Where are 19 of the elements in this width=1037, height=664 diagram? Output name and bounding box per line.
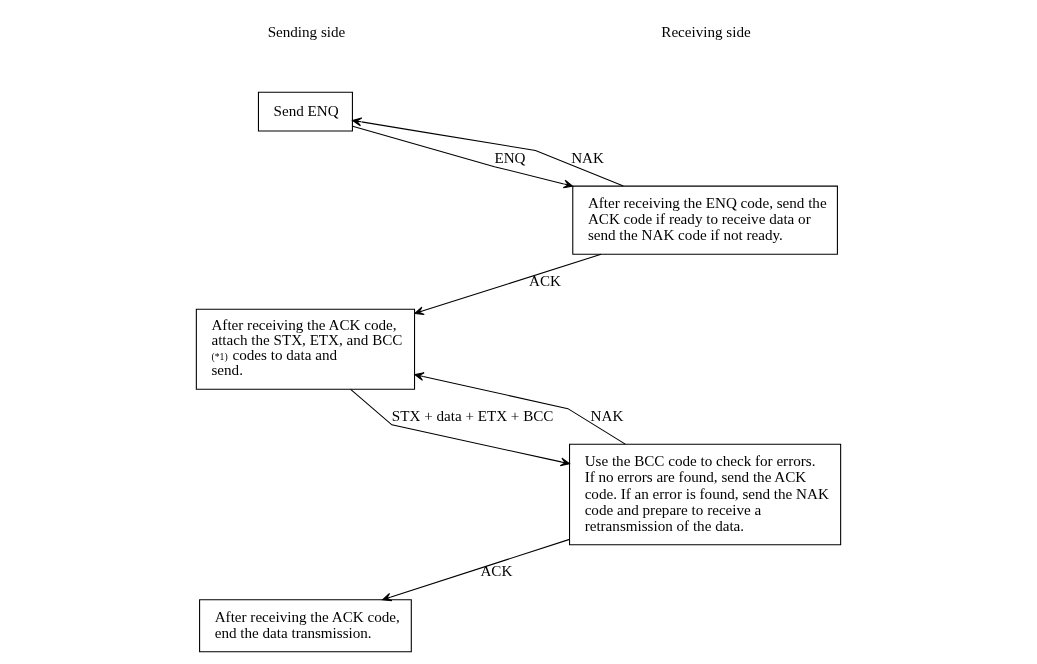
node-box: After receiving the ACK code, end the data transmission. — [199, 598, 412, 652]
arrow — [381, 538, 571, 601]
arrow — [352, 125, 574, 188]
node-box: After receiving the ENQ code, send the ACK code if ready to receive data or send the NAK code if not ready. — [572, 185, 838, 255]
label: Receiving side — [661, 23, 751, 40]
edge-label: NAK — [571, 149, 604, 166]
edge-label: NAK — [590, 407, 624, 424]
node-box: Use the BCC code to check for errors. If no errors are found, send the ACK code. If an error is found, send the NAK code and prepare to receive a retransmission of the data. — [569, 443, 842, 545]
arrow — [352, 116, 624, 187]
edge-label: ENQ — [494, 149, 526, 166]
node-box: Send ENQ — [257, 91, 353, 132]
arrow — [414, 371, 626, 445]
arrow — [414, 253, 602, 315]
label: Sending side — [267, 23, 346, 40]
edge-label: ACK — [529, 272, 561, 289]
arrow — [350, 388, 571, 466]
edge-label: STX + data + ETX + BCC — [391, 407, 554, 424]
node-box: After receiving the ACK code, attach the STX, ETX, and BCC (*1) codes to data and send. — [195, 308, 416, 390]
edge-label: ACK — [480, 562, 513, 579]
